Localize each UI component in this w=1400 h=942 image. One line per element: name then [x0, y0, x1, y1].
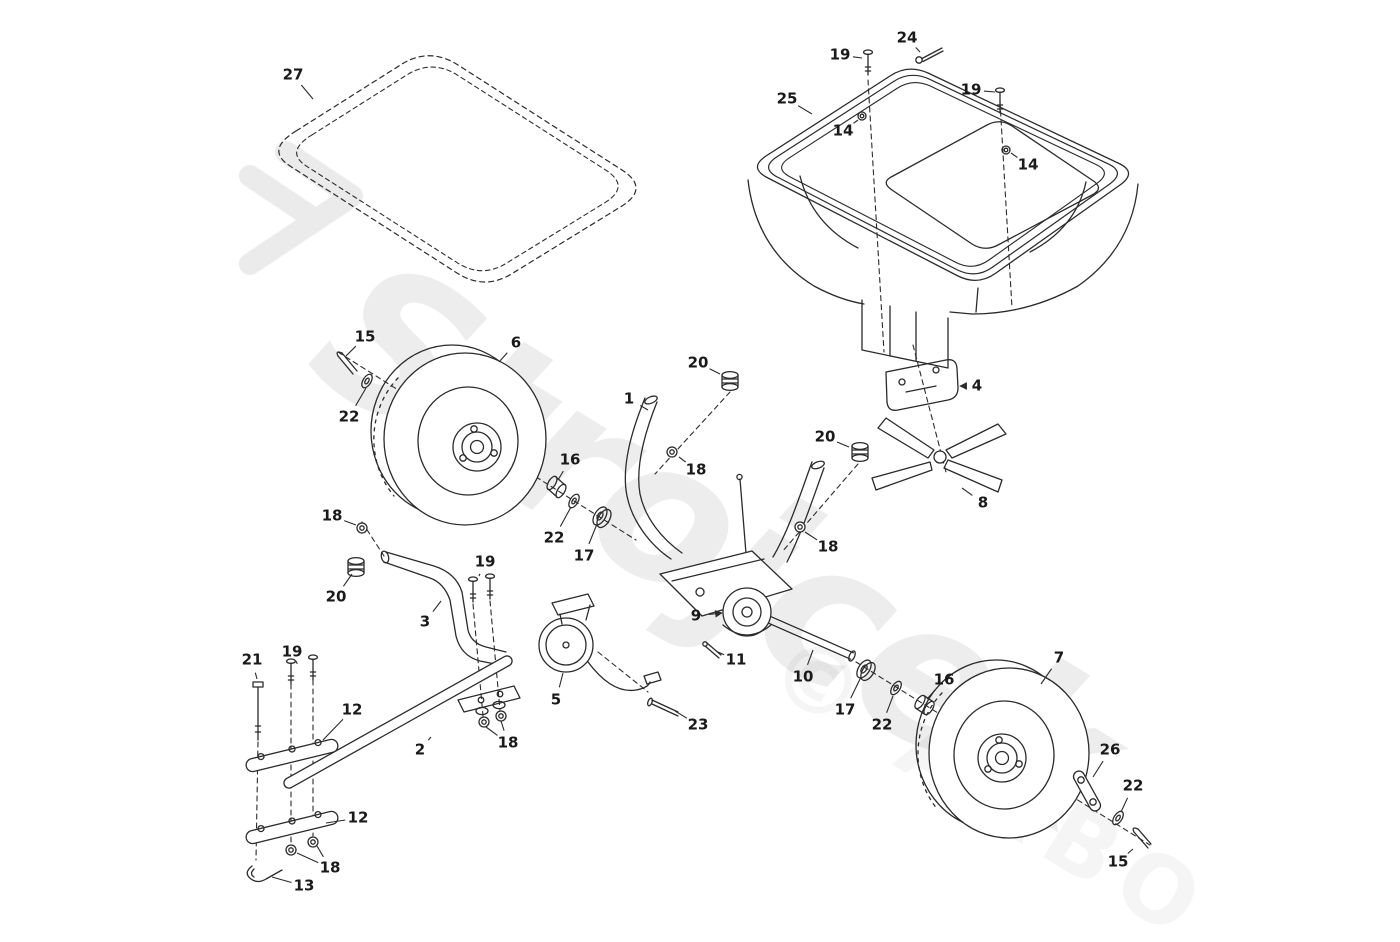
callout-19: 19 [474, 552, 496, 571]
callout-22: 22 [338, 407, 360, 426]
hardware-hopper-bolts [862, 47, 1006, 114]
callout-13: 13 [293, 876, 315, 895]
part-wheel-7 [915, 659, 1090, 839]
hardware-mid-bolts [457, 573, 521, 713]
part-hitch-plates-12 [245, 738, 339, 845]
callout-10: 10 [792, 667, 814, 686]
callout-22: 22 [1122, 776, 1144, 795]
hardware-right-axle [856, 659, 1152, 849]
callout-20: 20 [325, 587, 347, 606]
callout-11: 11 [725, 650, 747, 669]
part-frame-tube-3 [380, 550, 507, 667]
callout-3: 3 [419, 612, 431, 631]
callout-17: 17 [573, 546, 595, 565]
part-pin-11 [702, 641, 722, 659]
callout-20: 20 [687, 353, 709, 372]
callout-4: 4 [971, 376, 983, 395]
part-axle-10 [767, 616, 856, 662]
callout-24: 24 [896, 28, 918, 47]
callout-6: 6 [510, 333, 522, 352]
callout-leader-lines [254, 47, 1134, 884]
callout-15: 15 [1107, 852, 1129, 871]
callout-2: 2 [414, 740, 426, 759]
callout-21: 21 [241, 650, 263, 669]
callout-7: 7 [1053, 648, 1065, 667]
callout-12: 12 [347, 808, 369, 827]
callout-8: 8 [977, 493, 989, 512]
hardware-hitch-bolts [252, 654, 319, 741]
callout-18: 18 [817, 537, 839, 556]
callout-20: 20 [814, 427, 836, 446]
callout-15: 15 [354, 327, 376, 346]
part-hopper-25 [747, 68, 1139, 369]
part-handle-1 [624, 395, 825, 567]
callout-16: 16 [559, 450, 581, 469]
part-pin-23 [647, 697, 679, 717]
hardware-left-axle [336, 351, 612, 529]
callout-23: 23 [687, 715, 709, 734]
part-gear-cover-5 [538, 593, 662, 692]
part-plate-4 [885, 359, 959, 411]
part-lid-27 [278, 55, 637, 283]
callout-22: 22 [543, 528, 565, 547]
callout-19: 19 [829, 45, 851, 64]
part-impeller-8 [871, 417, 1007, 493]
callout-18: 18 [685, 460, 707, 479]
callout-12: 12 [341, 700, 363, 719]
callout-18: 18 [321, 506, 343, 525]
callout-18: 18 [497, 733, 519, 752]
callout-19: 19 [960, 80, 982, 99]
callout-5: 5 [550, 690, 562, 709]
callout-14: 14 [832, 121, 854, 140]
callout-18: 18 [319, 858, 341, 877]
callout-16: 16 [933, 670, 955, 689]
callout-26: 26 [1099, 740, 1121, 759]
callout-17: 17 [834, 700, 856, 719]
part-gearbox-9 [659, 550, 793, 637]
part-wheel-6 [370, 344, 547, 526]
part-hitch-tube-2 [283, 655, 513, 789]
callout-27: 27 [282, 65, 304, 84]
callout-9: 9 [690, 606, 702, 625]
callout-1: 1 [623, 389, 635, 408]
callout-25: 25 [776, 89, 798, 108]
callout-19: 19 [281, 642, 303, 661]
callout-14: 14 [1017, 155, 1039, 174]
callout-22: 22 [871, 715, 893, 734]
part-cotter-pin-13 [246, 865, 283, 883]
